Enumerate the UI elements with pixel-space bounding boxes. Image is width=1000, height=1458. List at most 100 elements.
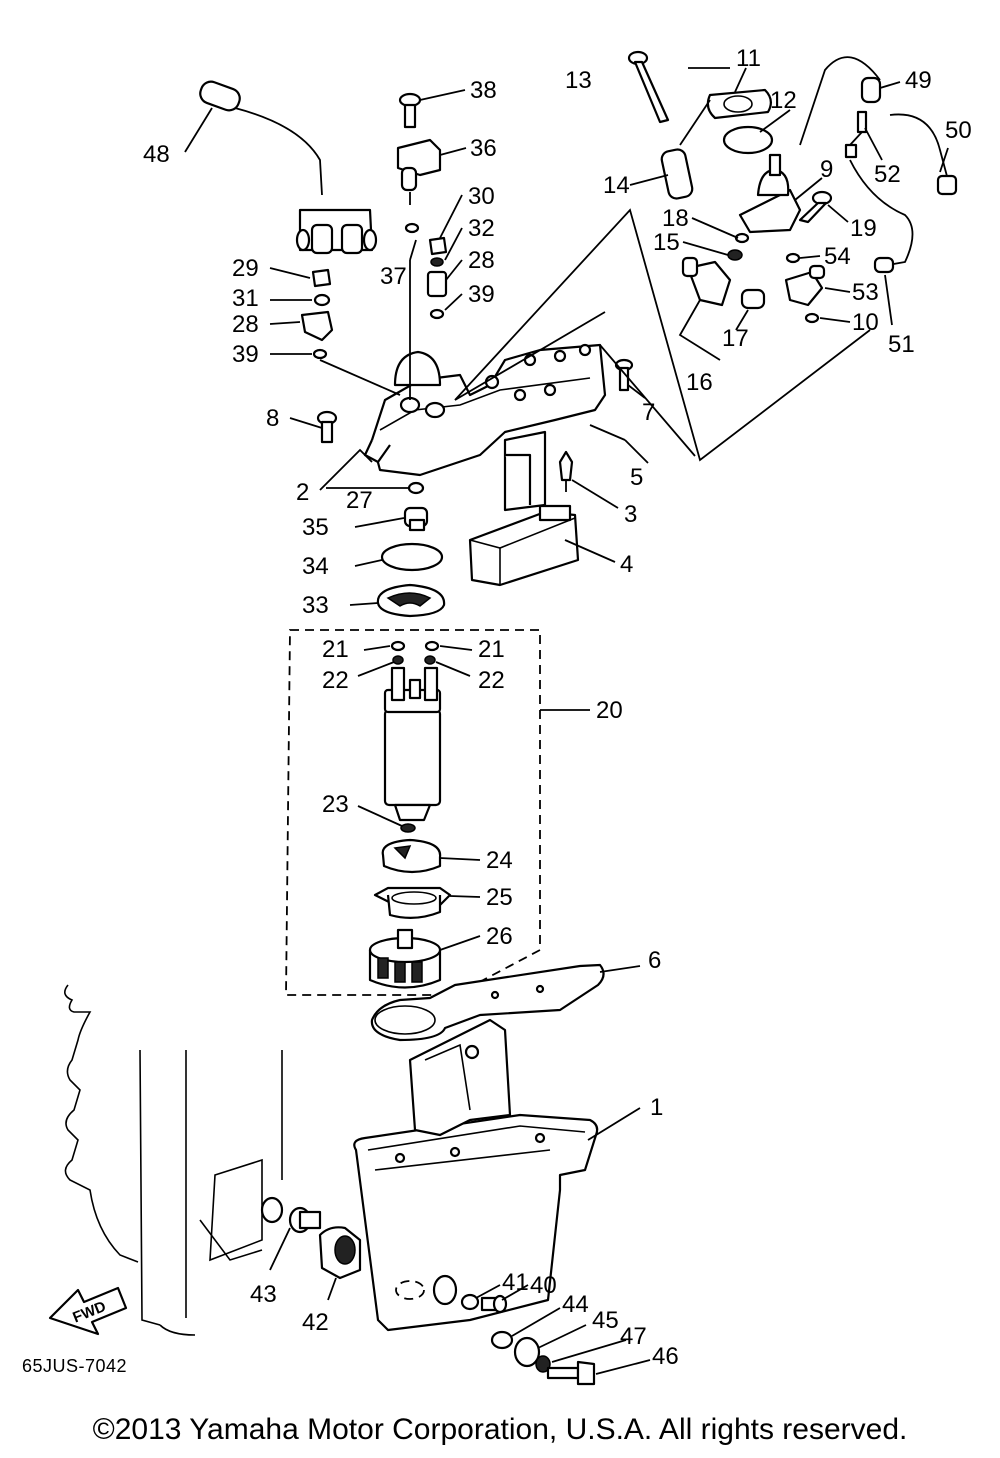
part-41-washer [460,1293,480,1311]
label-21b: 21 [478,636,505,663]
label-17: 17 [722,325,749,352]
part-52-fitting [844,110,868,159]
label-13: 13 [565,67,592,94]
label-9: 9 [820,156,833,183]
part-3-needle [558,450,574,492]
part-13-bolt [627,50,670,124]
label-42: 42 [302,1309,329,1336]
part-45-washer [513,1336,541,1368]
part-47-washer [535,1355,551,1373]
label-37: 37 [380,263,407,290]
label-51: 51 [888,331,915,358]
part-38-screw [398,92,422,129]
label-52: 52 [874,161,901,188]
label-36: 36 [470,135,497,162]
label-48: 48 [143,141,170,168]
part-49-hose [799,56,882,146]
label-29: 29 [232,255,259,282]
part-26-filter [368,928,442,989]
parts-30-32-28-39-stack-right [426,236,448,320]
label-50: 50 [945,117,972,144]
leader-lines [184,67,949,1375]
part-24-cap [381,838,442,874]
label-5: 5 [630,464,643,491]
label-30: 30 [468,183,495,210]
label-1: 1 [650,1094,663,1121]
label-41: 41 [502,1269,529,1296]
part-46-bolt [546,1360,596,1386]
part-14-hose [660,99,711,200]
label-22b: 22 [478,667,505,694]
engine-block-outline [64,984,284,1336]
fuel-pump-motor [383,666,442,822]
label-15: 15 [653,229,680,256]
part-51-hose [849,159,914,274]
label-23: 23 [322,791,349,818]
part-9-filter-unit [738,153,802,234]
label-11: 11 [736,45,761,72]
part-12-gasket [722,125,774,155]
label-18: 18 [662,205,689,232]
label-12: 12 [770,87,797,114]
label-21a: 21 [322,636,349,663]
label-10: 10 [852,309,879,336]
label-16: 16 [686,369,713,396]
part-17-cap [740,288,766,310]
part-48-harness [199,80,378,255]
part-37-oring [404,222,420,234]
label-49: 49 [905,67,932,94]
parts-29-31-28-39-stack-left [300,268,334,360]
part-19-bolt [798,190,833,224]
part-8-screw [316,410,338,444]
label-46: 46 [652,1343,679,1370]
part-11-gasket [706,88,772,120]
label-19: 19 [850,215,877,242]
label-34: 34 [302,553,329,580]
label-35: 35 [302,514,329,541]
label-47: 47 [620,1323,647,1350]
label-28b: 28 [232,311,259,338]
label-8: 8 [266,405,279,432]
part-36-sensor [396,138,442,205]
part-42-bushing [318,1226,362,1280]
part-34-oring [380,542,444,572]
part-40-screw [480,1294,508,1314]
label-27: 27 [346,487,373,514]
part-50-hose [889,113,958,196]
label-53: 53 [852,279,879,306]
part-27-oring [407,481,425,495]
part-5-pin [589,424,626,441]
label-38: 38 [470,77,497,104]
label-39a: 39 [468,281,495,308]
label-3: 3 [624,501,637,528]
part-53-fitting [784,264,826,307]
copyright-notice: ©2013 Yamaha Motor Corporation, U.S.A. A… [92,1413,908,1446]
part-10-ring [804,312,820,324]
rings-21-22 [390,640,440,665]
label-54: 54 [824,243,851,270]
label-32: 32 [468,215,495,242]
part-43-pin [288,1206,322,1234]
label-45: 45 [592,1307,619,1334]
label-39b: 39 [232,341,259,368]
label-7: 7 [642,399,655,426]
part-44-washer [490,1330,514,1350]
label-24: 24 [486,847,513,874]
part-1-housing [353,1018,599,1332]
diagram-code: 65JUS-7042 [22,1356,128,1376]
label-26: 26 [486,923,513,950]
part-54-ring [785,252,801,264]
label-31: 31 [232,285,259,312]
exploded-parts-diagram: FWD [48,45,972,1386]
label-43: 43 [250,1281,277,1308]
part-6-gasket [370,963,605,1042]
label-33: 33 [302,592,329,619]
label-14: 14 [603,172,630,199]
part-15-nut [727,249,743,261]
part-16-valve [678,256,732,361]
label-40: 40 [530,1272,557,1299]
part-25-holder [373,886,452,919]
label-28a: 28 [468,247,495,274]
assembly-box-20 [285,629,541,996]
part-4-cover [468,504,580,587]
